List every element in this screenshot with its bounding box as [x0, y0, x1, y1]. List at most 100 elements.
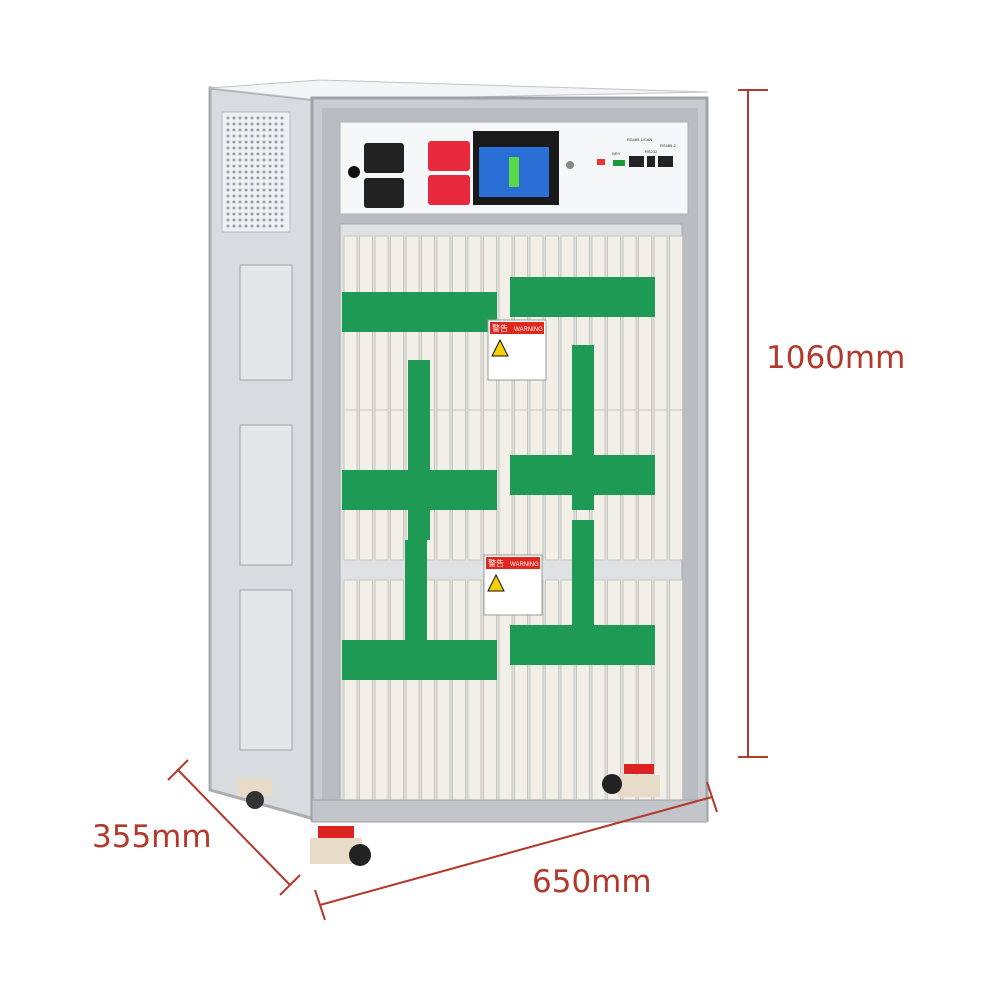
vent-hole — [256, 164, 260, 168]
vent-hole — [250, 194, 254, 198]
vent-hole — [262, 224, 266, 228]
vent-hole — [280, 152, 284, 156]
vent-hole — [262, 176, 266, 180]
vent-hole — [238, 182, 242, 186]
warning-title-en: WARNING — [510, 562, 539, 568]
vent-hole — [274, 152, 278, 156]
vent-hole — [244, 134, 248, 138]
vent-hole — [232, 194, 236, 198]
depth-dimension-line — [177, 769, 291, 886]
positive-terminal-cover[interactable] — [428, 141, 470, 171]
vent-hole — [256, 176, 260, 180]
battery-cell — [638, 235, 652, 412]
vent-hole — [256, 206, 260, 210]
vent-hole — [244, 146, 248, 150]
vent-hole — [256, 224, 260, 228]
busbars — [342, 277, 655, 680]
rs485-2-port[interactable] — [658, 156, 673, 167]
vent-hole — [280, 134, 284, 138]
vent-hole — [226, 158, 230, 162]
negative-terminal-cover[interactable] — [364, 143, 404, 173]
vent-hole — [250, 188, 254, 192]
vent-hole — [232, 224, 236, 228]
vent-hole — [274, 158, 278, 162]
vent-hole — [250, 128, 254, 132]
vent-hole — [268, 134, 272, 138]
vent-hole — [244, 194, 248, 198]
vent-hole — [250, 116, 254, 120]
positive-terminal-cover-2[interactable] — [428, 175, 470, 205]
vent-hole — [244, 116, 248, 120]
vent-hole — [232, 146, 236, 150]
negative-terminal-cover-2[interactable] — [364, 178, 404, 208]
negative-symbol-icon — [348, 166, 360, 178]
vent-hole — [262, 182, 266, 186]
vent-hole — [226, 146, 230, 150]
vent-hole — [268, 152, 272, 156]
vent-hole — [280, 140, 284, 144]
vent-hole — [250, 206, 254, 210]
busbar-strap — [572, 520, 594, 640]
warning-title-en: WARNING — [514, 327, 543, 333]
vent-hole — [274, 224, 278, 228]
vent-hole — [268, 224, 272, 228]
vent-hole — [262, 116, 266, 120]
vent-hole — [232, 188, 236, 192]
power-switch[interactable] — [566, 161, 574, 169]
vent-hole — [268, 146, 272, 150]
vent-hole — [226, 152, 230, 156]
vent-hole — [274, 170, 278, 174]
port-label-rs485-2: RS485-2 — [660, 143, 677, 148]
dry-contact-port[interactable] — [613, 160, 625, 166]
warning-label: 警告 WARNING — [483, 554, 543, 616]
vent-hole — [232, 134, 236, 138]
battery-cell — [669, 409, 683, 561]
vent-hole — [238, 200, 242, 204]
vent-hole — [226, 188, 230, 192]
dimension-lines — [167, 89, 768, 921]
vent-hole — [232, 122, 236, 126]
vent-hole — [238, 158, 242, 162]
vent-hole — [250, 218, 254, 222]
vent-hole — [244, 152, 248, 156]
battery-cell — [343, 579, 358, 801]
vent-hole — [268, 212, 272, 216]
battery-cell — [669, 235, 683, 412]
vent-hole — [226, 206, 230, 210]
busbar-plate — [510, 277, 655, 317]
vent-hole — [262, 158, 266, 162]
vent-hole — [250, 152, 254, 156]
vent-hole — [238, 128, 242, 132]
vent-hole — [244, 206, 248, 210]
vent-hole — [274, 116, 278, 120]
vent-hole — [256, 194, 260, 198]
vent-hole — [244, 122, 248, 126]
vent-hole — [268, 206, 272, 210]
vent-hole — [274, 182, 278, 186]
vent-hole — [244, 212, 248, 216]
vent-hole — [274, 188, 278, 192]
vent-hole — [280, 164, 284, 168]
vent-hole — [238, 206, 242, 210]
width-dimension-line — [319, 796, 713, 906]
vent-hole — [268, 140, 272, 144]
vent-hole — [244, 128, 248, 132]
vent-hole — [244, 164, 248, 168]
vent-hole — [232, 128, 236, 132]
vent-hole — [262, 218, 266, 222]
vent-hole — [262, 170, 266, 174]
vent-hole — [226, 194, 230, 198]
vent-hole — [256, 122, 260, 126]
battery-cell — [374, 579, 389, 801]
vent-hole — [268, 200, 272, 204]
battery-cell — [545, 235, 559, 412]
vent-hole — [232, 158, 236, 162]
vent-hole — [256, 218, 260, 222]
vent-hole — [238, 134, 242, 138]
addr-dip-switch[interactable] — [597, 159, 605, 165]
rs485-can-port[interactable] — [629, 156, 644, 167]
side-module-3 — [239, 589, 293, 751]
busbar-strap — [405, 540, 427, 670]
depth-dimension-label: 355mm — [92, 819, 212, 855]
rs232-port[interactable] — [647, 156, 655, 167]
